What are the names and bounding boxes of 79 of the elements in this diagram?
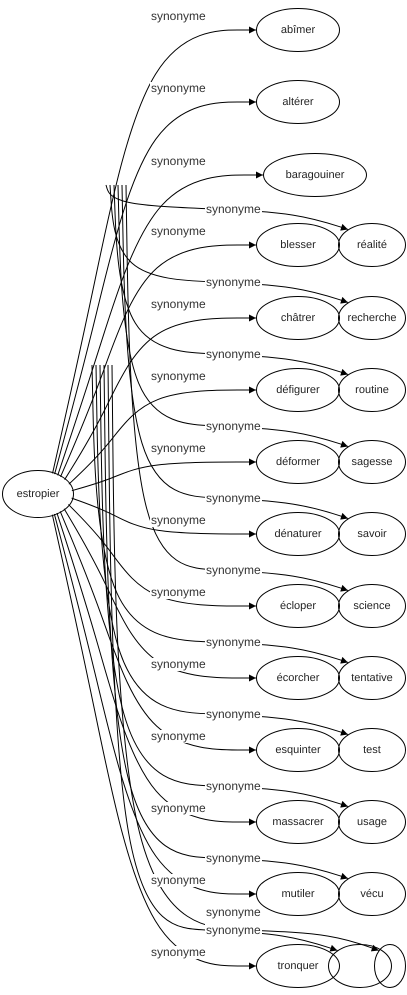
ellipse-node	[256, 368, 340, 412]
node-label: dénaturer	[273, 528, 323, 540]
arrow	[96, 364, 348, 736]
edge-label: synonyme	[150, 82, 207, 95]
node-label: tentative	[350, 672, 394, 684]
ellipse-node	[328, 944, 392, 988]
node-label: châtrer	[280, 312, 316, 324]
arrow	[122, 184, 348, 520]
ellipse-node	[338, 800, 406, 844]
node-label: abîmer	[280, 24, 316, 36]
ellipse-node	[338, 656, 406, 700]
arrow	[71, 458, 256, 492]
node-label: défigurer	[275, 384, 321, 396]
edge-label: synonyme	[205, 924, 262, 937]
ellipse-node	[374, 944, 406, 988]
ellipse-node	[256, 512, 340, 556]
arrow	[104, 364, 348, 880]
node-label: baragouiner	[284, 169, 346, 181]
arrow	[100, 364, 348, 808]
ellipse-node	[256, 296, 340, 340]
node-label: test	[362, 744, 382, 756]
node-label: réalité	[356, 239, 388, 251]
ellipse-node	[256, 584, 340, 628]
node-label: sagesse	[350, 456, 394, 468]
ellipse-node	[256, 440, 340, 484]
arrow	[54, 98, 256, 475]
arrow	[71, 498, 256, 538]
arrow	[64, 314, 256, 480]
ellipse-node	[2, 470, 74, 518]
ellipse-node	[338, 296, 406, 340]
ellipse-node	[256, 944, 340, 988]
node-label: vécu	[359, 888, 385, 900]
node-label: écloper	[278, 600, 318, 612]
ellipse-node	[256, 80, 340, 124]
edge-label: synonyme	[150, 730, 207, 743]
arrow	[52, 514, 256, 970]
node-label: estropier	[16, 488, 60, 500]
ellipse-node	[338, 223, 406, 267]
node-label: déformer	[274, 456, 322, 468]
arrow	[112, 364, 380, 952]
arrow	[57, 172, 264, 476]
node-label: recherche	[346, 312, 398, 324]
arrow	[52, 26, 256, 474]
node-label: savoir	[356, 528, 388, 540]
ellipse-node	[338, 584, 406, 628]
edge-label: synonyme	[150, 658, 207, 671]
arrow	[54, 514, 256, 898]
ellipse-node	[256, 800, 340, 844]
arrow	[68, 386, 256, 485]
arrow	[108, 364, 338, 952]
ellipse-node	[256, 656, 340, 700]
ellipse-node	[338, 440, 406, 484]
node-label: mutiler	[280, 888, 316, 900]
ellipse-node	[338, 872, 406, 916]
arrow	[60, 510, 256, 754]
node-label: routine	[354, 384, 390, 396]
ellipse-node	[338, 368, 406, 412]
node-label: altérer	[281, 96, 315, 108]
node-label: blesser	[279, 239, 317, 251]
ellipse-node	[256, 728, 340, 772]
node-label: écorcher	[276, 672, 320, 684]
node-label: tronquer	[276, 960, 320, 972]
node-label: usage	[356, 816, 388, 828]
arrow	[64, 508, 256, 682]
arrow	[60, 242, 256, 478]
node-label: massacrer	[271, 816, 325, 828]
edge-label: synonyme	[150, 802, 207, 815]
ellipse-node	[338, 512, 406, 556]
edge-label: synonyme	[150, 874, 207, 887]
node-label: science	[352, 600, 392, 612]
ellipse-node	[263, 153, 367, 197]
arrow	[56, 512, 256, 826]
edge-label: synonyme	[150, 946, 207, 959]
ellipse-node	[256, 8, 340, 52]
ellipse-node	[256, 223, 340, 267]
arrow	[68, 504, 256, 610]
ellipse-node	[338, 728, 406, 772]
arrow	[126, 184, 348, 592]
node-label: esquinter	[274, 744, 322, 756]
